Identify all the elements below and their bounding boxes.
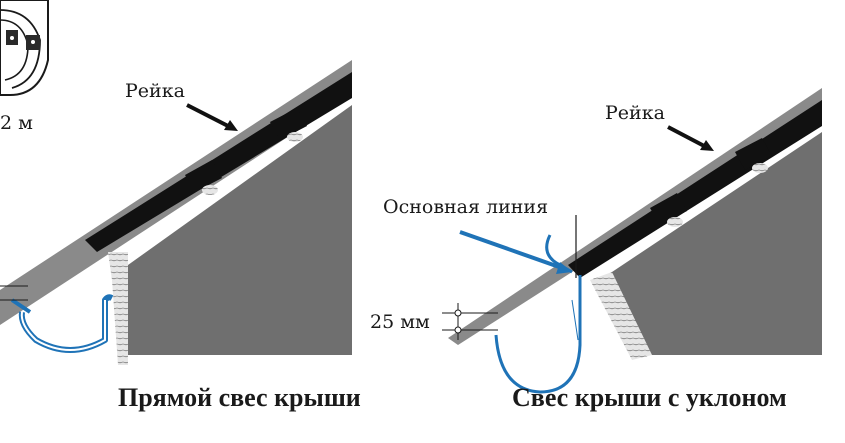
- roof-sheet: [448, 88, 822, 345]
- rafter: [600, 132, 822, 355]
- base-line-label: Основная линия: [383, 196, 549, 218]
- eave-wood: [590, 272, 652, 360]
- gutter-left: [10, 294, 114, 353]
- rail-pointer-arrow: [186, 103, 233, 130]
- rail-label-left: Рейка: [125, 80, 185, 102]
- base-line-pointer-arrow: [459, 230, 563, 270]
- batten: [735, 138, 772, 170]
- rafter: [128, 105, 352, 355]
- caption-sloped-overhang: Свес крыши с уклоном: [512, 383, 787, 412]
- left-diagram: [0, 0, 352, 365]
- right-diagram: [442, 88, 822, 394]
- partial-dimension-label: 2 м: [0, 112, 33, 134]
- dimension-label: 25 мм: [370, 311, 430, 333]
- rail-pointer-arrow: [667, 125, 709, 150]
- rail-label-right: Рейка: [605, 102, 665, 124]
- caption-straight-overhang: Прямой свес крыши: [118, 383, 361, 412]
- bracket-illustration: [0, 0, 49, 96]
- fascia-board: [108, 252, 128, 365]
- dimension-marker: [442, 303, 498, 340]
- batten: [650, 193, 687, 225]
- batten: [185, 160, 222, 192]
- batten: [270, 108, 307, 140]
